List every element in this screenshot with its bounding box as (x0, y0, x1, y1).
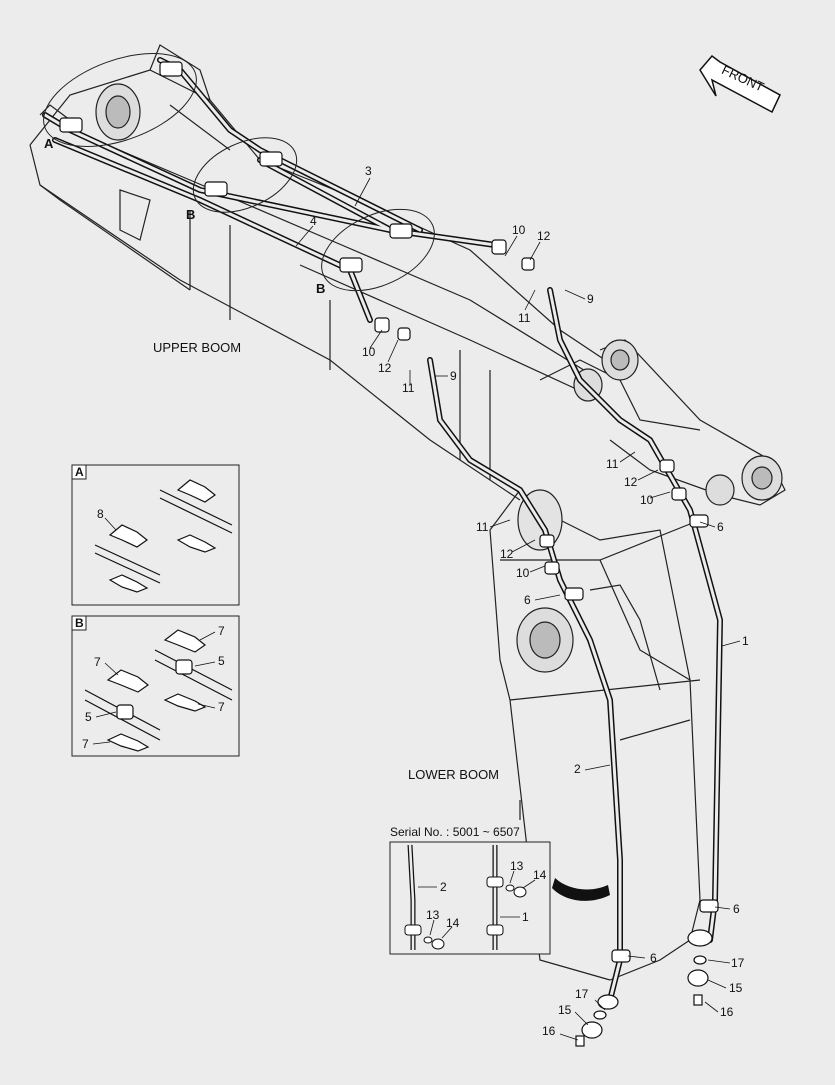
callout-6: 6 (524, 593, 531, 607)
serial-range-label: Serial No. : 5001 ~ 6507 (390, 825, 520, 839)
detail-a-title: A (75, 465, 84, 479)
callout-10: 10 (516, 566, 530, 580)
detail-b-callout-7: 7 (218, 624, 225, 638)
serial-callout-14: 14 (446, 916, 460, 930)
serial-detail-panel: Serial No. : 5001 ~ 6507 2 1 (389, 825, 551, 955)
detail-b-callout-7: 7 (82, 737, 89, 751)
boom-nose (573, 339, 786, 506)
callout-1: 1 (742, 634, 749, 648)
callout-9: 9 (450, 369, 457, 383)
callout-3: 3 (365, 164, 372, 178)
callout-12: 12 (378, 361, 392, 375)
callout-6: 6 (717, 520, 724, 534)
callout-2: 2 (574, 762, 581, 776)
detail-b-callout-5: 5 (218, 654, 225, 668)
bottom-fittings (575, 929, 713, 1047)
callout-12: 12 (500, 547, 514, 561)
detail-b-callout-5: 5 (85, 710, 92, 724)
detail-a-panel: A 8 (71, 464, 240, 606)
callout-11: 11 (476, 520, 489, 534)
detail-circles (43, 53, 435, 292)
callout-11: 11 (402, 381, 415, 395)
callout-17: 17 (575, 987, 589, 1001)
detail-marker-a: A (44, 136, 54, 151)
detail-marker-b2: B (316, 281, 325, 296)
serial-callout-2: 2 (440, 880, 447, 894)
serial-callout-13: 13 (426, 908, 440, 922)
callout-16: 16 (542, 1024, 556, 1038)
lower-boom-label: LOWER BOOM (408, 767, 499, 782)
detail-marker-b1: B (186, 207, 195, 222)
detail-b-callout-7: 7 (94, 655, 101, 669)
serial-callout-13: 13 (510, 859, 524, 873)
callout-11: 11 (518, 311, 531, 325)
detail-b-panel: B 7 5 7 7 5 7 (71, 615, 240, 757)
callout-10: 10 (512, 223, 526, 237)
callout-16: 16 (720, 1005, 734, 1019)
callout-12: 12 (537, 229, 551, 243)
callout-4: 4 (310, 214, 317, 228)
detail-b-title: B (75, 616, 84, 630)
callout-11: 11 (606, 457, 619, 471)
callout-6: 6 (650, 951, 657, 965)
callout-17: 17 (731, 956, 745, 970)
callout-6: 6 (733, 902, 740, 916)
clamp-blocks (59, 61, 719, 963)
part-callouts: 3 4 10 12 9 11 10 12 11 9 11 12 10 6 11 … (310, 164, 749, 1038)
upper-boom-label: UPPER BOOM (153, 340, 241, 355)
serial-callout-1: 1 (522, 910, 529, 924)
callout-9: 9 (587, 292, 594, 306)
serial-callout-14: 14 (533, 868, 547, 882)
callout-15: 15 (558, 1003, 572, 1017)
detail-b-callout-7: 7 (218, 700, 225, 714)
callout-10: 10 (362, 345, 376, 359)
callout-10: 10 (640, 493, 654, 507)
callout-15: 15 (729, 981, 743, 995)
leader-lines (295, 177, 741, 1041)
detail-pointer-arrow (552, 878, 610, 901)
detail-a-callout-8: 8 (97, 507, 104, 521)
callout-12: 12 (624, 475, 638, 489)
